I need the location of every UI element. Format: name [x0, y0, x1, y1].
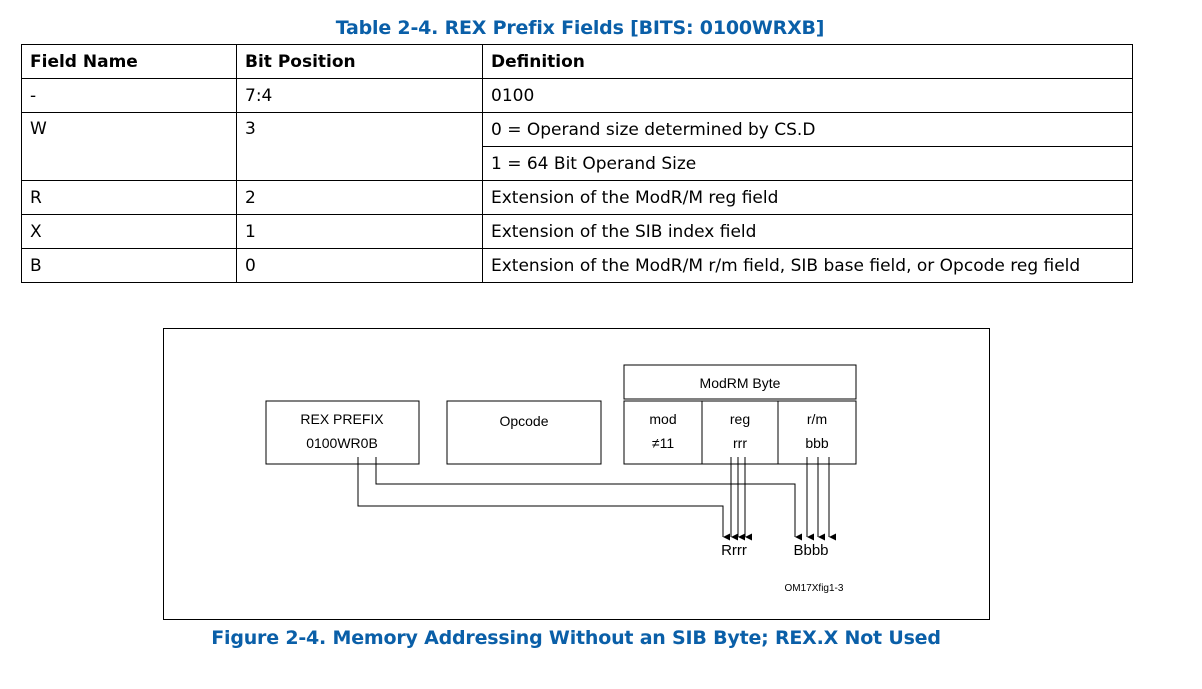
table-row: 1 = 64 Bit Operand Size — [22, 146, 1133, 181]
field-cell: R — [21, 180, 237, 215]
rex-b-connector — [375, 457, 802, 541]
bits-cell: 7:4 — [236, 78, 483, 113]
rex-prefix-table: Field Name Bit Position Definition - 7:4… — [21, 44, 1133, 283]
definition-cell: 0100 — [482, 78, 1133, 113]
field-cell: - — [21, 78, 237, 113]
table-row: R 2 Extension of the ModR/M reg field — [21, 180, 1133, 215]
header-field-name: Field Name — [21, 44, 237, 79]
mod-label: mod — [649, 411, 676, 427]
definition-cell: 0 = Operand size determined by CS.D — [482, 112, 1133, 147]
table-row: - 7:4 0100 — [21, 78, 1133, 113]
definition-cell: 1 = 64 Bit Operand Size — [482, 146, 1133, 181]
output-reg-label: Rrrr — [721, 542, 747, 559]
field-cell: W — [21, 112, 237, 181]
field-cell: X — [21, 214, 237, 249]
header-definition: Definition — [482, 44, 1133, 79]
opcode-box — [446, 400, 602, 465]
rm-label: r/m — [807, 411, 827, 427]
rex-prefix-box — [265, 400, 420, 465]
table-row: W 3 0 = Operand size determined by CS.D — [21, 112, 1133, 181]
modrm-byte-label: ModRM Byte — [700, 375, 781, 391]
mod-value: ≠11 — [652, 435, 674, 451]
table-row: B 0 Extension of the ModR/M r/m field, S… — [21, 248, 1133, 283]
output-base-label: Bbbb — [793, 542, 828, 559]
field-cell: B — [21, 248, 237, 283]
header-bit-position: Bit Position — [236, 44, 483, 79]
rex-prefix-bits: 0100WR0B — [306, 435, 378, 451]
definition-cell: Extension of the ModR/M r/m field, SIB b… — [482, 248, 1133, 283]
bits-cell: 3 — [236, 112, 483, 181]
reg-label: reg — [730, 411, 750, 427]
bits-cell: 1 — [236, 214, 483, 249]
opcode-label: Opcode — [499, 413, 548, 429]
rm-value: bbb — [805, 435, 829, 451]
rex-prefix-label: REX PREFIX — [300, 411, 384, 427]
table-header-row: Field Name Bit Position Definition — [21, 44, 1133, 79]
definition-cell: Extension of the SIB index field — [482, 214, 1133, 249]
table-title: Table 2-4. REX Prefix Fields [BITS: 0100… — [335, 17, 825, 39]
addressing-diagram: REX PREFIX 0100WR0B Opcode ModRM Byte mo… — [265, 364, 857, 594]
rex-r-connector — [357, 457, 730, 541]
bits-cell: 0 — [236, 248, 483, 283]
rm-field-box — [777, 400, 857, 465]
addressing-figure: REX PREFIX 0100WR0B Opcode ModRM Byte mo… — [163, 328, 990, 620]
figure-id-label: OM17Xfig1-3 — [785, 583, 844, 594]
bits-cell: 2 — [236, 180, 483, 215]
figure-title: Figure 2-4. Memory Addressing Without an… — [211, 627, 941, 649]
definition-cell: Extension of the ModR/M reg field — [482, 180, 1133, 215]
modrm-byte-box — [623, 364, 857, 400]
table-row: X 1 Extension of the SIB index field — [21, 214, 1133, 249]
reg-value: rrr — [733, 435, 747, 451]
